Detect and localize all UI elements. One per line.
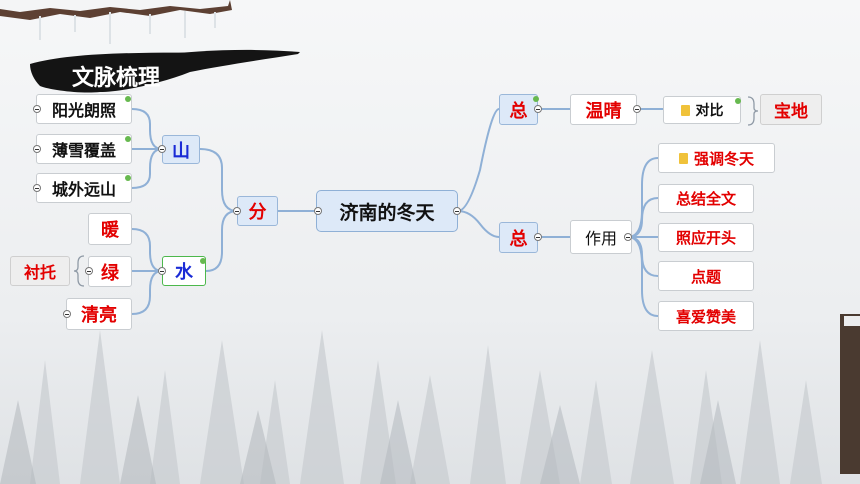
collapse-shan-icon[interactable] [158, 145, 166, 153]
fen-node[interactable]: 分 [237, 196, 278, 226]
zong-bottom-label: 总 [509, 228, 528, 250]
collapse-center-right-icon[interactable] [453, 207, 461, 215]
center-node[interactable]: 济南的冬天 [316, 190, 458, 232]
line-fen-shui [205, 210, 238, 272]
collapse-shan-2-icon[interactable] [33, 145, 41, 153]
collapse-center-left-icon[interactable] [314, 207, 322, 215]
contrast-note[interactable]: 衬托 [10, 256, 70, 286]
expand-dot-icon[interactable] [125, 175, 131, 181]
shan-child-1-label: 阳光朗照 [51, 101, 116, 120]
shan-node[interactable]: 山 [162, 135, 200, 164]
line-center-bottom [457, 210, 500, 238]
zong-bottom-node[interactable]: 总 [499, 222, 538, 253]
shui-label: 水 [175, 262, 193, 283]
collapse-zuoyong-icon[interactable] [624, 233, 632, 241]
collapse-zong-bottom-icon[interactable] [534, 233, 542, 241]
shan-child-3-label: 城外远山 [51, 180, 116, 199]
shan-child-2[interactable]: 薄雪覆盖 [36, 134, 132, 164]
shui-child-2-label: 绿 [101, 262, 119, 284]
wenqing-node[interactable]: 温晴 [570, 94, 637, 125]
collapse-shui-3-icon[interactable] [63, 310, 71, 318]
shui-child-1-label: 暖 [101, 220, 119, 241]
line-shui-3 [131, 270, 163, 315]
item-love-praise-label: 喜爱赞美 [675, 307, 736, 326]
wenqing-label: 温晴 [585, 100, 622, 122]
shan-child-2-label: 薄雪覆盖 [51, 141, 116, 160]
zuoyong-node[interactable]: 作用 [570, 220, 632, 254]
shan-child-1[interactable]: 阳光朗照 [36, 94, 132, 124]
zong-top-label: 总 [509, 100, 528, 122]
note-icon [680, 104, 690, 116]
brace-compare [747, 96, 759, 126]
zong-top-node[interactable]: 总 [499, 94, 538, 125]
duibi-label: 对比 [695, 103, 724, 119]
shui-child-2[interactable]: 绿 [88, 256, 132, 287]
item-echo-opening-label: 照应开头 [675, 229, 736, 247]
item-summarize[interactable]: 总结全文 [658, 184, 754, 213]
item-theme-label: 点题 [690, 267, 721, 286]
shan-label: 山 [172, 140, 190, 162]
expand-dot-icon[interactable] [125, 96, 131, 102]
shui-child-1[interactable]: 暖 [88, 213, 132, 245]
baodi-label: 宝地 [774, 102, 808, 122]
item-echo-opening[interactable]: 照应开头 [658, 223, 754, 252]
line-center-top [457, 108, 500, 212]
item-summarize-label: 总结全文 [675, 190, 736, 208]
fen-label: 分 [248, 202, 267, 223]
page-title: 文脉梳理 [72, 66, 161, 91]
expand-dot-icon[interactable] [200, 258, 206, 264]
collapse-shan-1-icon[interactable] [33, 105, 41, 113]
zuoyong-label: 作用 [584, 229, 617, 248]
shui-child-3[interactable]: 清亮 [66, 298, 132, 330]
contrast-label: 衬托 [23, 263, 56, 282]
center-label: 济南的冬天 [339, 201, 435, 224]
item-theme[interactable]: 点题 [658, 261, 754, 291]
duibi-node[interactable]: 对比 [663, 96, 741, 124]
collapse-fen-icon[interactable] [233, 207, 241, 215]
baodi-node[interactable]: 宝地 [760, 94, 822, 125]
line-shan-3 [131, 148, 163, 189]
expand-dot-icon[interactable] [125, 136, 131, 142]
collapse-zong-top-icon[interactable] [534, 105, 542, 113]
collapse-shui-2-icon[interactable] [85, 267, 93, 275]
line-shui-1 [131, 228, 163, 272]
item-love-praise[interactable]: 喜爱赞美 [658, 301, 754, 331]
collapse-wenqing-icon[interactable] [633, 105, 641, 113]
line-shan-1 [131, 108, 163, 150]
item-emphasize-winter-label: 强调冬天 [693, 149, 754, 168]
expand-dot-icon[interactable] [735, 98, 741, 104]
collapse-shan-3-icon[interactable] [33, 184, 41, 192]
brace-contrast [73, 255, 85, 287]
note-icon [678, 152, 688, 164]
shui-node[interactable]: 水 [162, 256, 206, 286]
shan-child-3[interactable]: 城外远山 [36, 173, 132, 203]
item-emphasize-winter[interactable]: 强调冬天 [658, 143, 775, 173]
expand-dot-icon[interactable] [533, 96, 539, 102]
collapse-shui-icon[interactable] [158, 267, 166, 275]
line-fen-shan [199, 148, 238, 212]
shui-child-3-label: 清亮 [81, 305, 117, 326]
